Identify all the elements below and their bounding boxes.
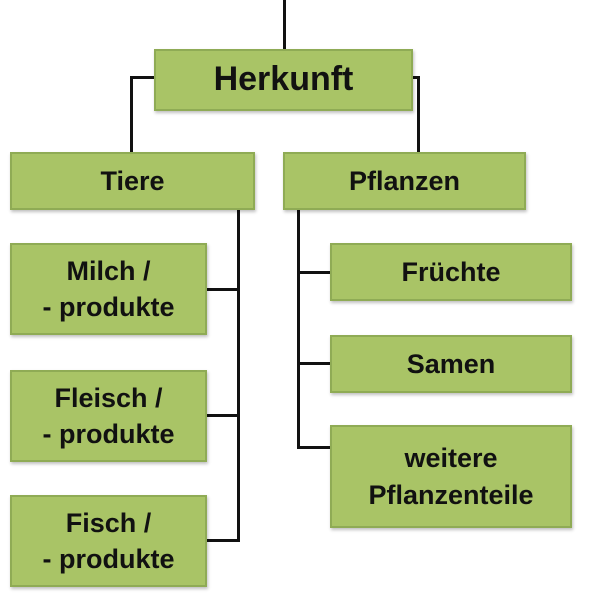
node-label: - produkte: [42, 292, 175, 322]
node-label: - produkte: [42, 419, 175, 449]
node-label: Milch /: [66, 255, 151, 286]
node-herkunft: Herkunft: [154, 49, 413, 111]
node-tiere: Tiere: [10, 152, 255, 210]
node-label: Herkunft: [213, 60, 354, 99]
node-label: weitere: [404, 443, 498, 474]
node-label: Früchte: [401, 256, 501, 287]
node-pflanzen: Pflanzen: [283, 152, 526, 210]
node-label: Fleisch /: [54, 382, 163, 413]
node-label: Fisch /: [65, 507, 152, 538]
node-label: Samen: [406, 348, 496, 379]
node-milch: Milch / - produkte: [10, 243, 207, 335]
node-label: Pflanzen: [348, 165, 461, 196]
node-samen: Samen: [330, 335, 572, 393]
node-fruechte: Früchte: [330, 243, 572, 301]
node-fisch: Fisch / - produkte: [10, 495, 207, 587]
node-label: - produkte: [42, 544, 175, 574]
node-fleisch: Fleisch / - produkte: [10, 370, 207, 462]
node-label: Tiere: [100, 165, 165, 196]
node-label: Pflanzenteile: [368, 479, 534, 510]
